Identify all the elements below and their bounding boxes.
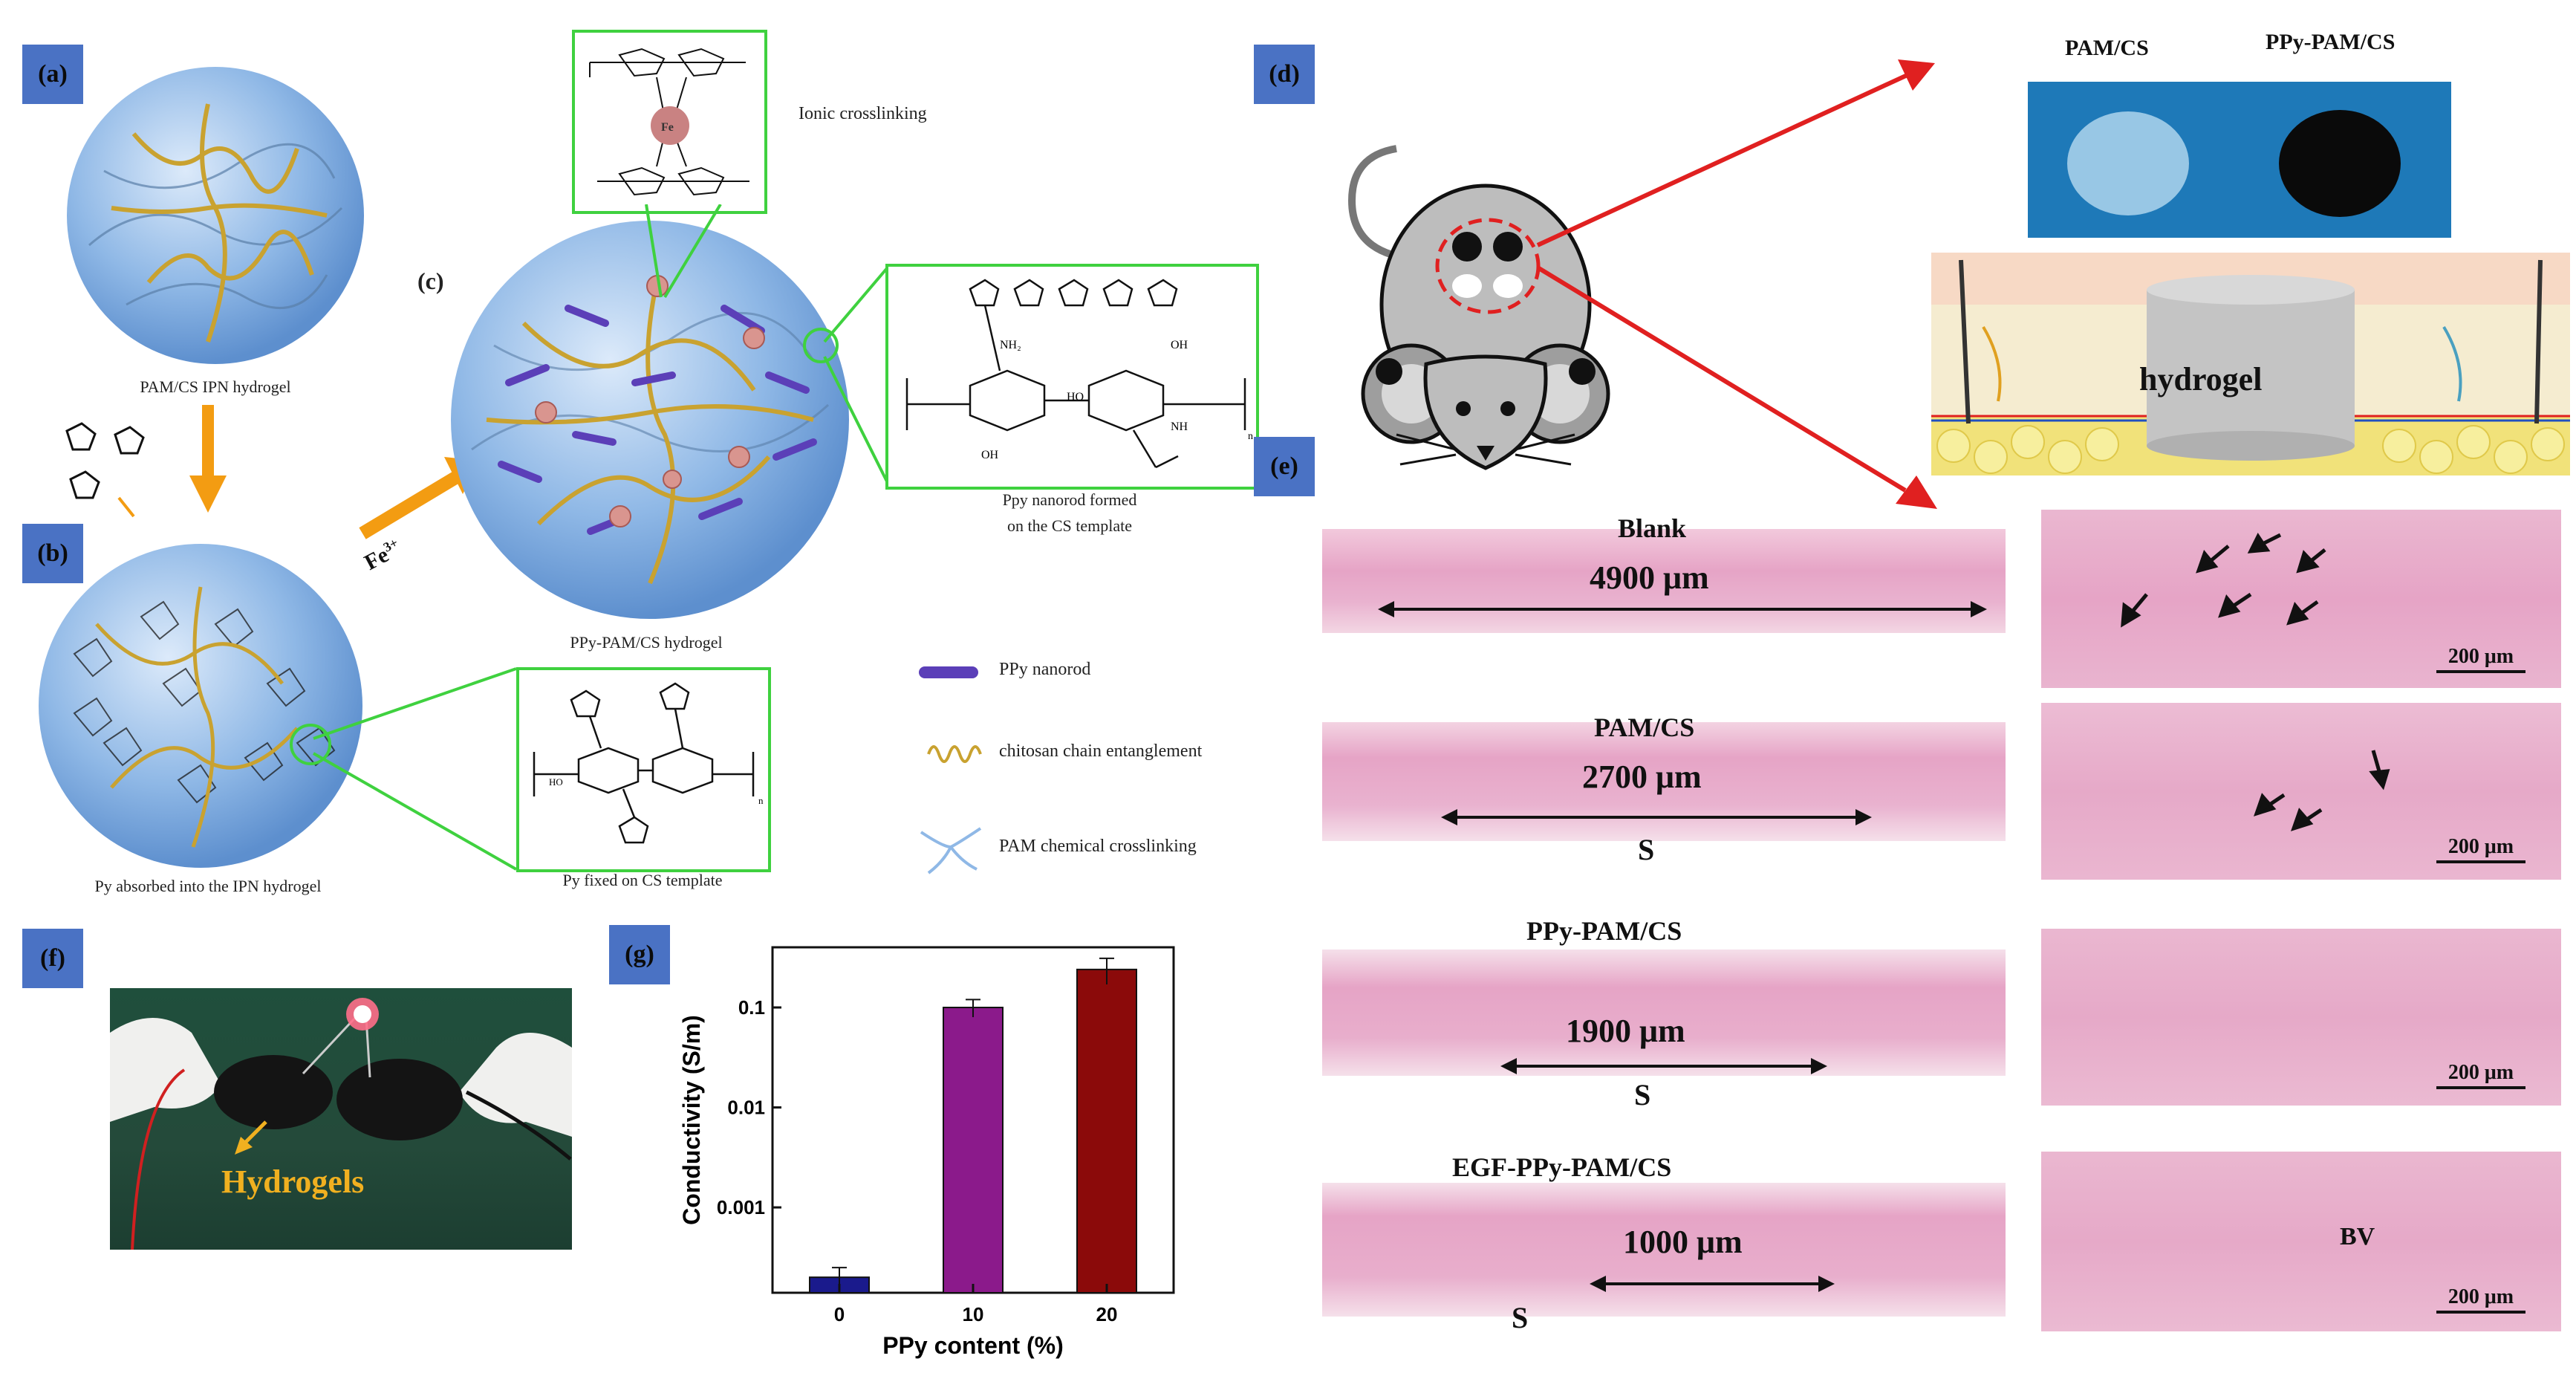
led-photo: [110, 988, 572, 1250]
scalebar-blank-text: 200 μm: [2447, 645, 2514, 668]
pam-cs-hydrogel-sphere: [67, 67, 364, 364]
hist-name-pamcs: PAM/CS: [1594, 713, 1695, 742]
ppy-structure-icon: NH₂ OH OH HO NH n: [905, 279, 1253, 469]
x-tick-label: 10: [963, 1303, 984, 1325]
pyrrole-molecules-icon: [65, 422, 145, 518]
tissue-blank-overview: [1322, 529, 2006, 633]
bar-10: [943, 1007, 1004, 1294]
hist-name-ppy: PPy-PAM/CS: [1526, 916, 1682, 946]
hist-length-blank: 4900 μm: [1590, 559, 1709, 596]
panel-label-f: (f): [22, 929, 83, 988]
panel-label-e: (e): [1254, 437, 1315, 496]
nh-text: NH: [1171, 421, 1188, 433]
scalebar-ppy: 200 μm: [2436, 1061, 2525, 1089]
panel-label-d: (d): [1254, 45, 1315, 104]
hist-bv-egf: BV: [2340, 1223, 2375, 1250]
py-fixed-inset: HO n: [516, 667, 771, 872]
tissue-ppy-zoom: [2041, 929, 2561, 1106]
x-tick-label: 0: [834, 1303, 845, 1325]
ho-text-2: HO: [1067, 391, 1084, 403]
oh-text-2: OH: [1171, 339, 1188, 351]
red-arrows: [1536, 59, 1937, 509]
scalebar-pamcs-text: 200 μm: [2447, 835, 2514, 858]
panel-label-c: (c): [417, 267, 444, 294]
length-arrow-blank: [1378, 601, 1987, 617]
length-arrow-ppy: [1500, 1058, 1827, 1074]
y-tick-label: 0.001: [717, 1196, 765, 1218]
panel-label-a: (a): [22, 45, 83, 104]
nh2-text: NH₂: [1000, 339, 1021, 351]
legend-chitosan: chitosan chain entanglement: [999, 741, 1203, 761]
hist-s-egf: S: [1512, 1301, 1529, 1334]
y-tick-label: 0.1: [738, 996, 765, 1019]
hist-length-egf: 1000 μm: [1623, 1224, 1743, 1260]
hist-length-ppy: 1900 μm: [1566, 1013, 1685, 1049]
caption-py-fixed: Py fixed on CS template: [562, 871, 723, 889]
hist-s-ppy: S: [1634, 1078, 1651, 1111]
hist-name-egf: EGF-PPy-PAM/CS: [1452, 1152, 1672, 1182]
hydrogel-photo: [2028, 82, 2451, 238]
ionic-inset: Fe: [572, 30, 767, 214]
scalebar-ppy-text: 200 μm: [2447, 1061, 2514, 1084]
blue-branch-icon: [920, 827, 982, 874]
ppy-pam-cs-hydrogel-sphere: [451, 221, 849, 619]
label-ionic: Ionic crosslinking: [799, 104, 927, 123]
y-tick-label: 0.01: [727, 1097, 765, 1119]
x-tick-label: 20: [1096, 1303, 1118, 1325]
n-text: n: [758, 795, 764, 806]
hist-length-pamcs: 2700 μm: [1582, 759, 1702, 795]
hist-name-blank: Blank: [1618, 513, 1687, 543]
py-fixed-structure-icon: HO n: [533, 682, 764, 844]
tissue-blank-zoom: [2041, 510, 2561, 688]
caption-ppy-line2: on the CS template: [1006, 516, 1133, 535]
legend-ppy-nanorod: PPy nanorod: [999, 660, 1091, 679]
oh-text: OH: [981, 449, 999, 461]
bar-20: [1076, 968, 1137, 1294]
scalebar-blank: 200 μm: [2436, 645, 2525, 673]
fe-ion-text: Fe: [661, 121, 674, 134]
black-arrows-blank: [2121, 533, 2326, 628]
length-arrow-egf: [1590, 1276, 1835, 1292]
purple-rod-icon: [919, 666, 978, 678]
scalebar-pamcs: 200 μm: [2436, 835, 2525, 863]
n-text-2: n: [1248, 431, 1253, 442]
tissue-egf-zoom: [2041, 1152, 2561, 1331]
tissue-pamcs-overview: [1322, 722, 2006, 841]
zoom-lines-b: [313, 667, 517, 871]
legend-pam: PAM chemical crosslinking: [999, 837, 1197, 856]
length-arrow-pamcs: [1441, 809, 1872, 825]
zoom-lines-ionic: [645, 204, 722, 299]
tissue-pamcs-zoom: [2041, 703, 2561, 880]
panel-label-g: (g): [609, 925, 670, 984]
black-arrows-pamcs: [2253, 750, 2390, 831]
label-ppy-pam-cs-photo: PPy-PAM/CS: [2266, 30, 2396, 54]
zoom-lines-ppy: [823, 266, 889, 484]
label-pam-cs-photo: PAM/CS: [2065, 36, 2149, 60]
hist-s-pamcs: S: [1638, 833, 1655, 866]
caption-c: PPy-PAM/CS hydrogel: [570, 633, 723, 652]
y-axis-label: Conductivity (S/m): [678, 1015, 705, 1225]
hydrogel-discs: [2067, 110, 2401, 217]
skin-diagram: [1931, 253, 2570, 475]
py-absorbed-hydrogel-sphere: [39, 544, 362, 868]
ho-text: HO: [549, 776, 563, 788]
tissue-ppy-overview: [1322, 950, 2006, 1076]
hydrogels-text: Hydrogels: [221, 1163, 365, 1200]
skin-hydrogel-label: hydrogel: [2139, 361, 2263, 397]
panel-label-b: (b): [22, 524, 83, 583]
caption-b: Py absorbed into the IPN hydrogel: [94, 877, 322, 895]
caption-ppy-line1: Ppy nanorod formed: [1002, 490, 1137, 509]
arrow-a-to-b: [189, 405, 227, 513]
ionic-structure-icon: Fe: [589, 48, 749, 196]
tissue-egf-overview: [1322, 1183, 2006, 1317]
yellow-coil-icon: [927, 745, 982, 763]
ppy-nanorod-inset: NH₂ OH OH HO NH n: [885, 264, 1259, 490]
scalebar-egf: 200 μm: [2436, 1285, 2525, 1314]
x-axis-label: PPy content (%): [882, 1332, 1064, 1359]
caption-a: PAM/CS IPN hydrogel: [140, 377, 291, 396]
scalebar-egf-text: 200 μm: [2447, 1285, 2514, 1308]
